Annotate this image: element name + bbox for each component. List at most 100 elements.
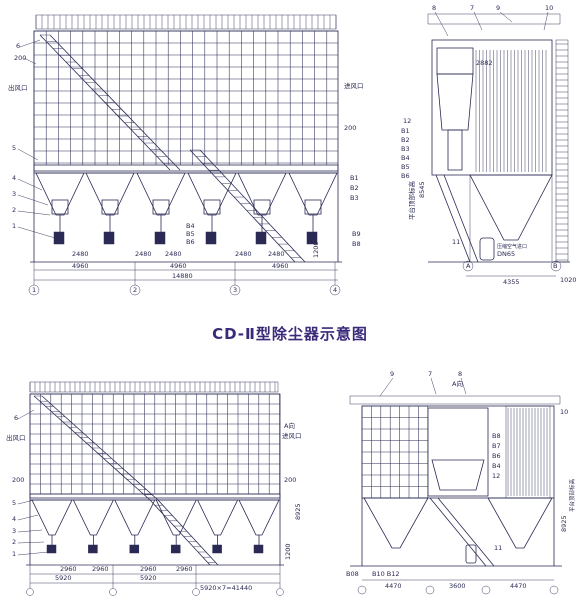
callout-9: 9 [496,4,500,12]
bs-duct-hopper [431,459,485,491]
b-callout-200: 200 [12,476,24,484]
bs-b10: B10 B12 [372,570,400,578]
axis-label-4: 4 [333,286,337,294]
side-vertical-text: 平台顶部标高 [407,181,416,221]
callout-2: 2 [12,206,16,214]
rotary-valve [255,231,267,245]
bs-dir-label: A向 [452,379,463,388]
b-2960-2: 2960 [92,565,109,573]
b-callout-4: 4 [12,515,16,523]
total-dim: 14880 [172,272,193,280]
b-callout-1: 1 [12,550,16,558]
hopper [237,172,287,216]
staircase-lower-b [199,149,306,263]
callout-8: 8 [432,4,436,12]
middle-belt [33,164,339,174]
bs-b8: B8 [492,432,501,440]
bottom-front-view: 6 200 出风口 5 4 3 2 1 A向 进风口 200 8925 1200… [6,381,302,596]
bs-tank [465,544,477,564]
b-dim-8925: 8925 [294,503,302,520]
hopper [114,499,156,536]
side-b6: B6 [401,172,410,180]
axis-label-2: 2 [133,286,137,294]
hopper-valve [203,199,221,215]
axis-circle [276,588,284,596]
label-b3: B3 [350,194,359,202]
hopper-valve [152,199,170,215]
hopper [72,499,115,536]
spacing-2480-3: 2480 [165,250,182,258]
side-hopper [469,174,553,241]
label-b2: B2 [350,184,359,192]
spacing-4960-2: 4960 [170,262,187,270]
b-callout-3: 3 [12,527,16,535]
callout-200: 200 [14,54,26,62]
bs-railing [349,395,561,405]
hopper [85,172,135,216]
spacing-2480-2: 2480 [135,250,152,258]
hopper [288,172,338,216]
axis-circle [26,588,34,596]
hopper [187,172,237,216]
bs-b6: B6 [492,452,501,460]
filter-bag-section [33,30,339,172]
label-b9: B9 [352,230,361,238]
dim-1200: 1200 [312,241,320,258]
b-callout-5: 5 [12,499,16,507]
side-b1: B1 [401,127,410,135]
dim-2882: 2882 [476,59,493,67]
side-b4: B4 [401,154,410,162]
pipe-label: 压缩空气进口 [497,243,527,250]
b-5920-1: 5920 [55,574,72,582]
label-b8: B8 [352,240,361,248]
diagram-caption: CD-Ⅱ型除尘器示意图 [212,325,368,343]
pipe-dn: DN65 [497,250,515,258]
inlet-duct [436,47,474,75]
rotary-valve [53,231,65,245]
spacing-2480-4: 2480 [235,250,252,258]
b-inlet: 进风口 [282,432,302,440]
label-b5: B5 [186,230,195,238]
spacing-2480-5: 2480 [268,250,285,258]
inlet-label: 进风口 [344,82,364,90]
bs-callout-10: 10 [560,408,568,416]
side-b3: B3 [401,145,410,153]
side-dim-8545: 8545 [418,181,426,198]
bs-bag-zone [505,405,551,499]
rotary-valve [253,544,264,554]
rotary-valve [88,544,98,554]
callout-6: 6 [16,42,20,50]
side-callout-11: 11 [452,238,460,246]
bs-3600: 3600 [449,582,466,590]
b-dim-200: 200 [284,476,296,484]
hopper [196,499,239,536]
axis-label-3: 3 [233,286,237,294]
callout-5: 5 [12,144,16,152]
b-top-railing [29,381,279,393]
hopper-valve [51,199,69,215]
rotary-valve [154,231,166,245]
rotary-valve [129,544,140,554]
side-width: 4355 [503,278,520,286]
staircase-lower [189,149,296,263]
rotary-valve [170,544,181,554]
spacing-4960-1: 4960 [72,262,89,270]
b-dim-1200: 1200 [284,543,292,560]
bs-4470-right: 4470 [510,582,527,590]
hopper-valve [304,199,322,215]
spacing-2480-1: 2480 [72,250,89,258]
bs-dim-8925: 8925 [560,515,568,532]
bs-left-dim: B08 [346,570,359,578]
hopper-valve [101,199,119,215]
bs-callout-8: 8 [458,370,462,378]
top-side-view: A B 8 7 9 10 2882 12 B1 B2 B3 B4 B5 B6 平… [401,4,577,286]
rotary-valve [205,231,217,245]
bs-hopper-left [363,497,429,549]
hopper [31,499,73,536]
b-2960-1: 2960 [60,565,77,573]
b-2960-4: 2960 [176,565,193,573]
bs-b7: B7 [492,442,501,450]
axis-label-1: 1 [32,286,36,294]
hopper [155,499,197,536]
